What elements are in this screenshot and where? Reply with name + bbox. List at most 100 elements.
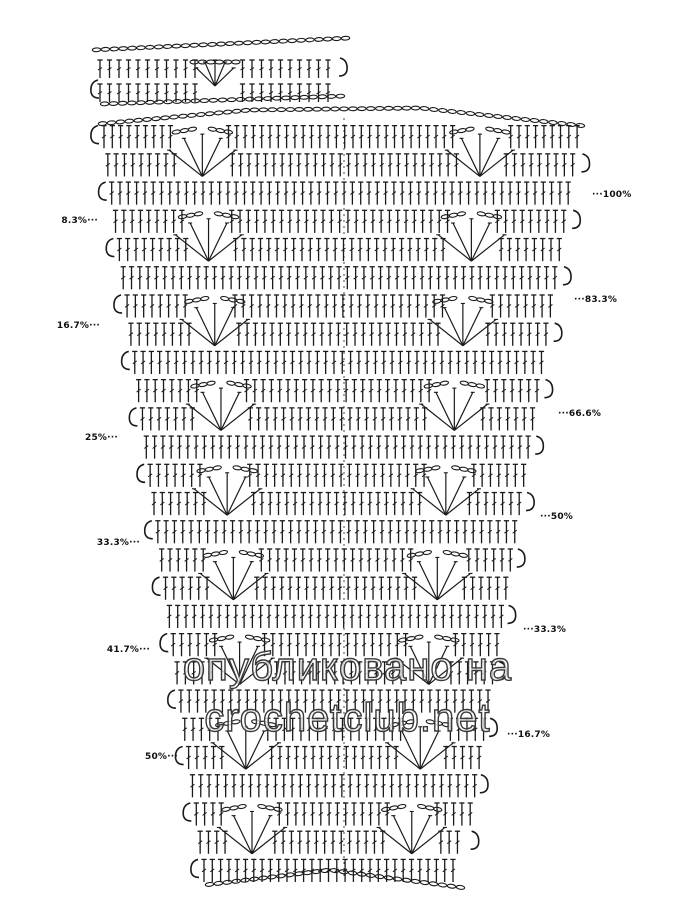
stitch-symbol <box>121 153 128 177</box>
stitch-symbol <box>393 322 400 346</box>
turning-chain <box>105 237 115 258</box>
stitch-symbol <box>384 858 390 882</box>
chart-row <box>120 350 545 374</box>
stitch-symbol <box>258 83 265 102</box>
stitch-symbol <box>185 435 191 459</box>
stitch-symbol <box>504 463 510 487</box>
stitch-symbol <box>248 350 254 374</box>
stitch-symbol <box>490 604 496 628</box>
stitch-symbol <box>289 350 296 374</box>
stitch-symbol <box>419 266 425 290</box>
stitch-symbol <box>447 774 453 798</box>
stitch-symbol <box>171 209 177 233</box>
stitch-symbol <box>255 463 261 487</box>
stitch-symbol <box>292 491 298 516</box>
stitch-symbol <box>401 378 407 403</box>
stitch-symbol <box>266 237 272 262</box>
stitch-symbol <box>497 350 503 374</box>
stitch-symbol <box>256 774 262 798</box>
stitch-symbol <box>304 520 310 544</box>
stitch-symbol <box>371 520 377 544</box>
stitch-symbol <box>300 548 306 572</box>
stitch-symbol <box>474 548 480 572</box>
stitch-symbol <box>536 209 542 233</box>
stitch-symbol <box>97 83 103 102</box>
stitch-symbol <box>532 181 538 205</box>
stitch-symbol <box>307 661 313 685</box>
stitch-symbol <box>472 717 478 741</box>
stitch-symbol <box>376 378 382 403</box>
stitch-symbol <box>121 209 127 233</box>
stitch-symbol <box>237 209 243 233</box>
stitch-symbol <box>390 661 396 685</box>
stitch-symbol <box>146 209 152 233</box>
stitch-symbol <box>307 294 313 318</box>
stitch-symbol <box>496 463 502 487</box>
stitch-symbol <box>385 745 391 770</box>
stitch-symbol <box>381 661 388 685</box>
stitch-symbol <box>200 548 206 572</box>
stitch-symbol <box>270 209 276 233</box>
chain-stitches <box>207 126 234 135</box>
stitch-symbol <box>508 124 514 149</box>
stitch-symbol <box>297 774 303 798</box>
stitch-symbol <box>289 407 295 431</box>
stitch-symbol <box>278 632 284 657</box>
stitch-symbol <box>410 322 416 346</box>
stitch-symbol <box>125 83 132 102</box>
stitch-symbol <box>351 435 357 459</box>
stitch-symbol <box>321 153 327 177</box>
stitch-symbol <box>309 435 315 459</box>
stitch-symbol <box>408 858 415 882</box>
stitch-symbol <box>413 774 420 798</box>
stitch-symbol <box>367 858 373 882</box>
stitch-symbol <box>285 745 291 770</box>
stitch-symbol <box>146 153 152 177</box>
stitch-symbol <box>339 350 345 374</box>
stitch-symbol <box>367 435 374 459</box>
stitch-symbol <box>158 181 165 205</box>
stitch-symbol <box>435 689 441 713</box>
stitch-symbol <box>169 378 175 403</box>
stitch-symbol <box>239 83 246 102</box>
turning-chain <box>151 576 161 596</box>
stitch-symbol <box>269 689 275 713</box>
stitch-symbol <box>540 181 546 205</box>
turning-chain <box>90 79 100 99</box>
stitch-symbol <box>349 237 355 262</box>
stitch-symbol <box>393 378 399 403</box>
stitch-symbol <box>373 717 379 741</box>
stitch-symbol <box>284 435 291 459</box>
stitch-symbol <box>427 689 433 713</box>
stitch-symbol <box>476 745 482 770</box>
stitch-symbol <box>388 463 394 487</box>
stitch-symbol <box>362 153 368 177</box>
stitch-symbol <box>553 153 559 177</box>
stitch-symbol <box>354 520 360 544</box>
stitch-symbol <box>279 520 285 544</box>
stitch-symbol <box>273 350 279 374</box>
stitch-symbol <box>211 266 218 290</box>
stitch-symbol <box>306 350 312 374</box>
stitch-symbol <box>154 59 160 78</box>
stitch-symbol <box>162 266 168 290</box>
stitch-symbol <box>282 604 289 628</box>
stitch-symbol <box>275 491 282 516</box>
stitch-symbol <box>443 745 449 770</box>
stitch-symbol <box>210 435 216 459</box>
stitch-symbol <box>149 237 156 262</box>
stitch-symbol <box>261 689 267 713</box>
stitch-symbol <box>447 717 453 741</box>
stitch-symbol <box>126 124 132 149</box>
stitch-symbol <box>491 548 497 572</box>
stitch-symbol <box>428 209 434 233</box>
stitch-symbol <box>141 237 147 262</box>
stitch-symbol <box>408 491 414 516</box>
stitch-symbol <box>369 266 375 290</box>
stitch-symbol <box>336 266 342 290</box>
stitch-symbol <box>372 774 378 798</box>
stitch-symbol <box>236 689 242 713</box>
stitch-symbol <box>420 209 426 233</box>
stitch-symbol <box>513 350 520 374</box>
